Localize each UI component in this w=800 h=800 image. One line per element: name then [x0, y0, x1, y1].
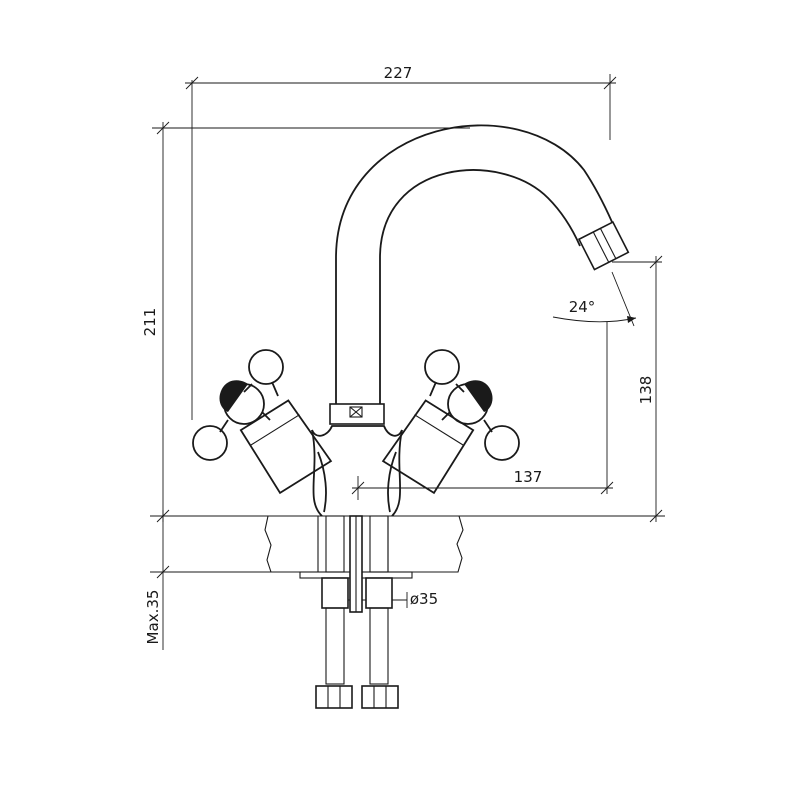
- dimension-spout-height-label: 138: [637, 376, 655, 405]
- faucet-body: [311, 425, 403, 517]
- dimension-diameter-label: ø35: [410, 590, 438, 608]
- spout: [329, 124, 630, 425]
- dimension-lines: [150, 74, 665, 650]
- dimension-max-thickness-label: Max.35: [144, 590, 162, 645]
- dimension-reach-label: 137: [514, 468, 543, 486]
- mounting-hoses: [315, 515, 399, 709]
- right-handle: [381, 349, 520, 495]
- countertop-section: [264, 515, 464, 579]
- dimension-height-label: 211: [141, 308, 159, 337]
- dimension-width-label: 227: [384, 64, 413, 82]
- dimension-angle-label: 24°: [569, 298, 596, 316]
- left-handle: [192, 349, 333, 495]
